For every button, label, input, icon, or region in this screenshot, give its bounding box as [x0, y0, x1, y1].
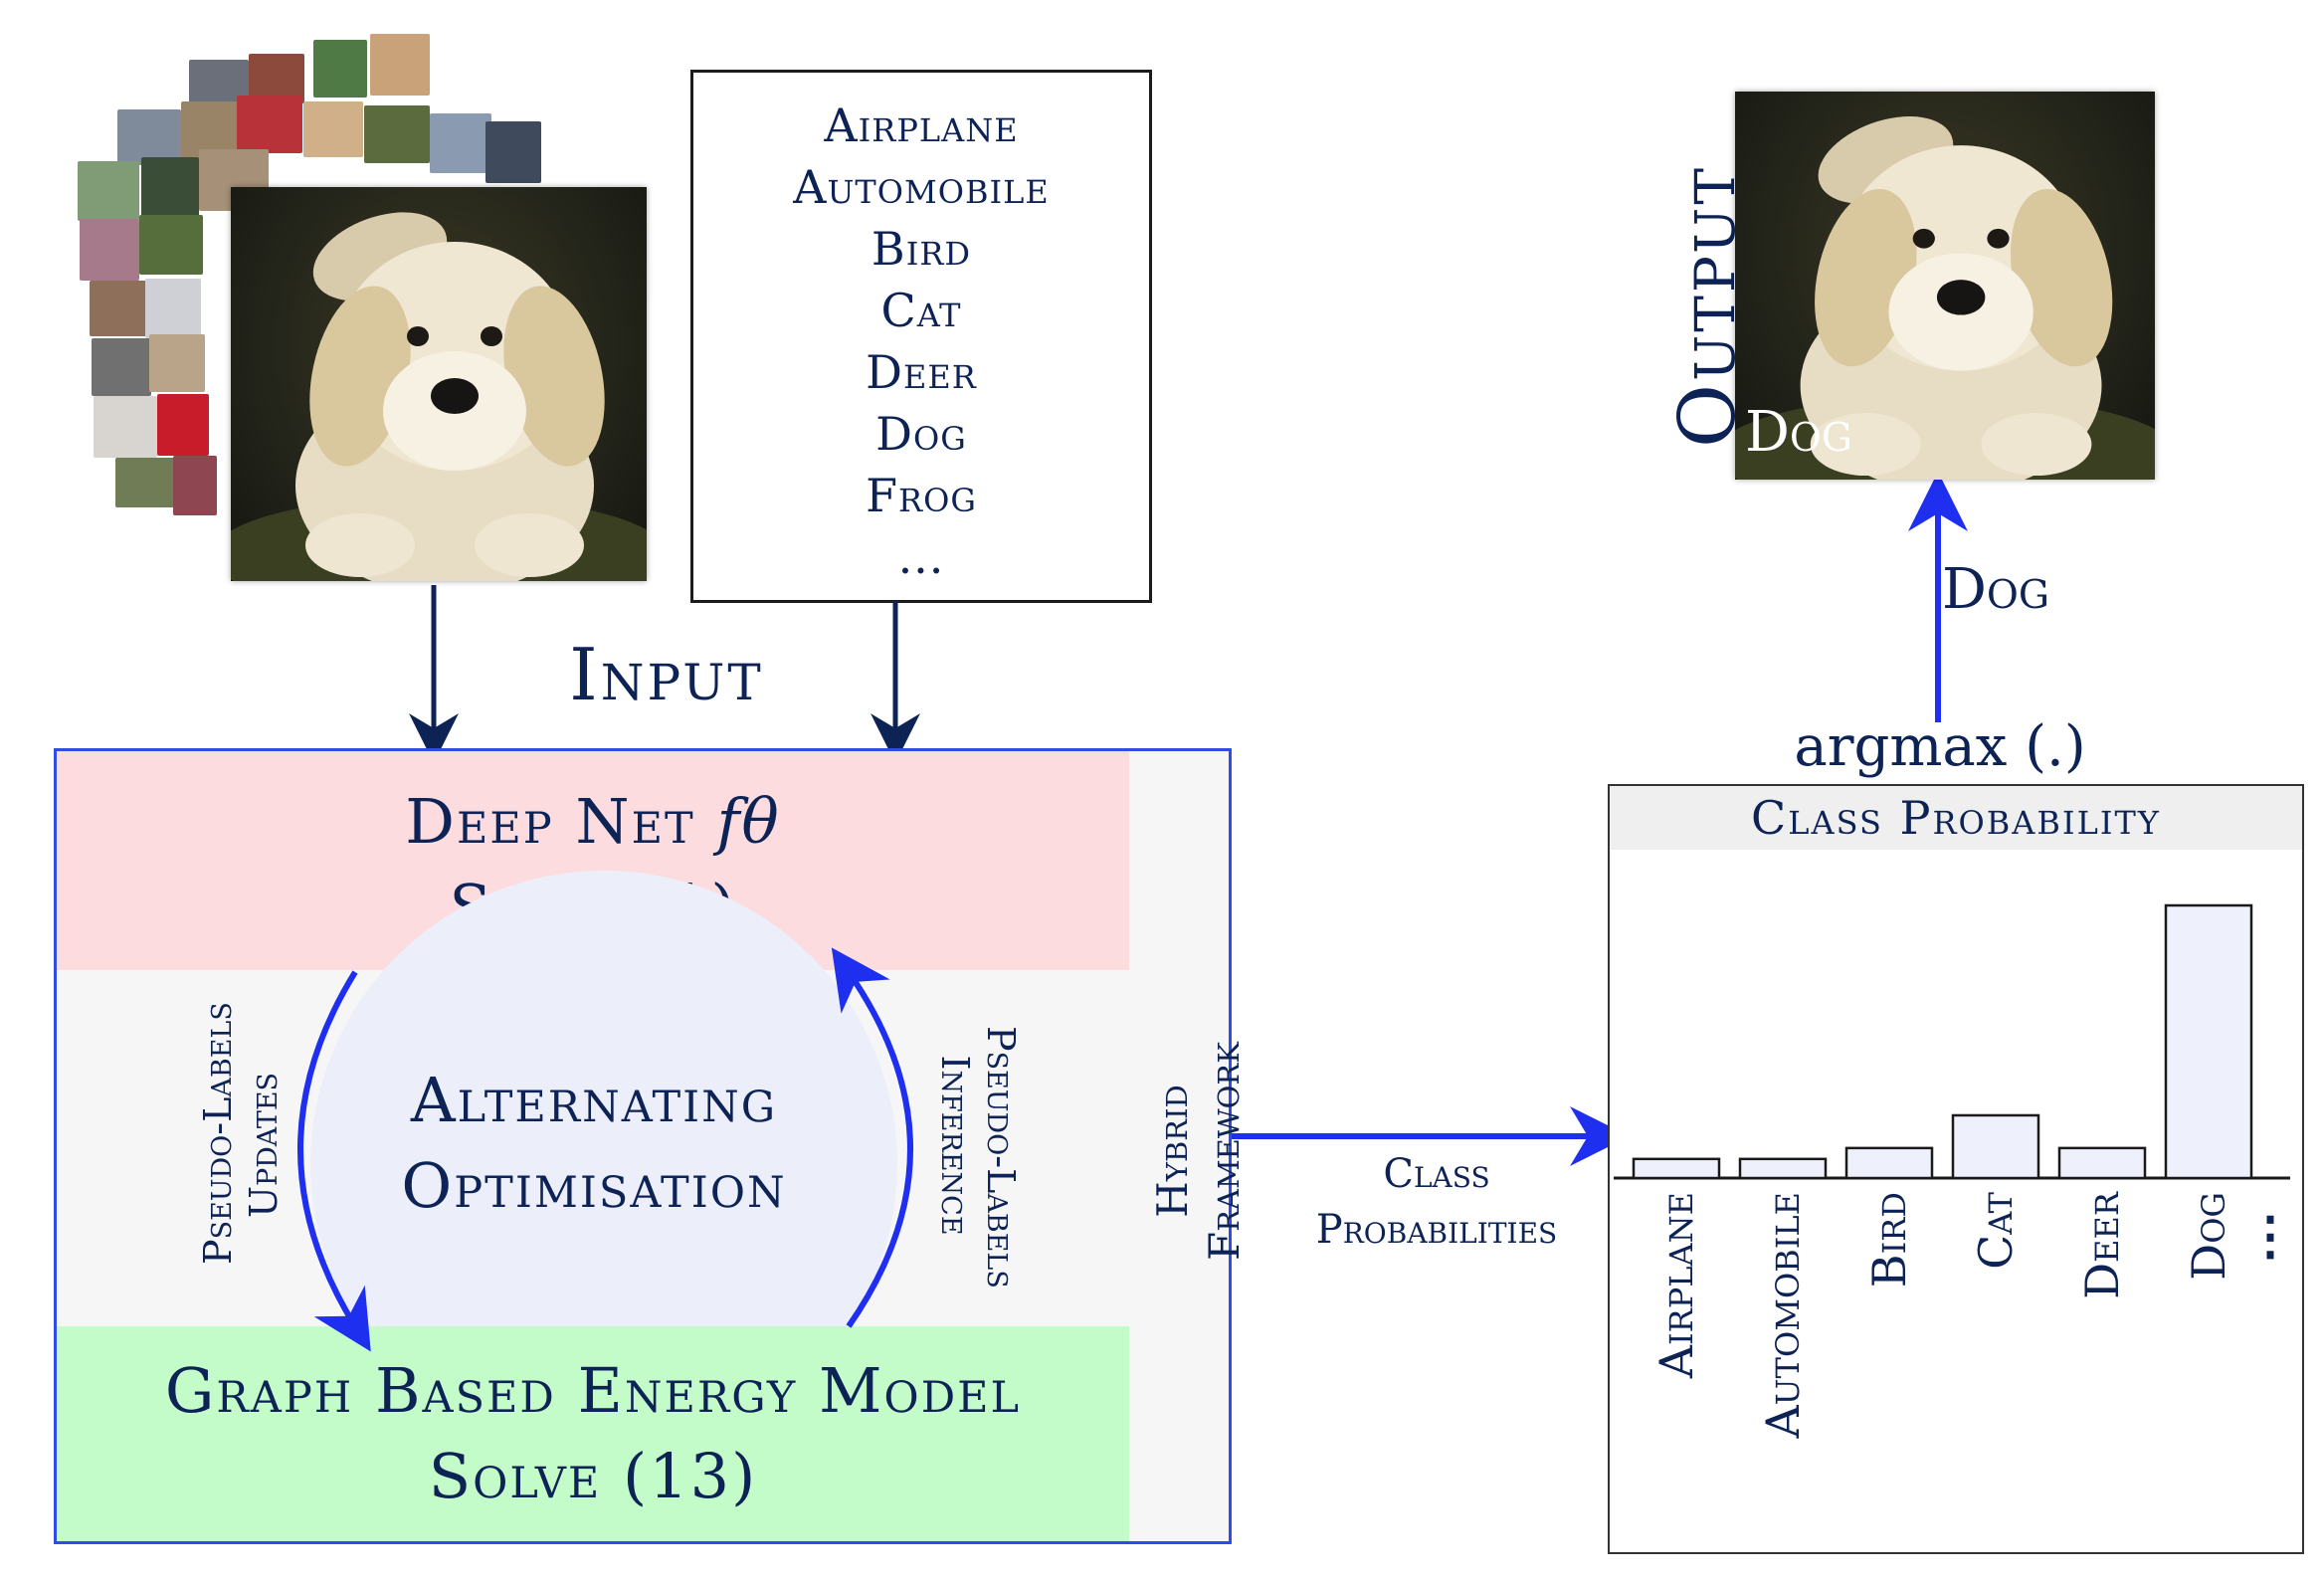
tick-label-dog: Dog	[2182, 1192, 2235, 1281]
class-list-ellipsis: ...	[897, 530, 945, 584]
bar-dog	[2164, 903, 2253, 1180]
collage-thumb	[173, 456, 217, 515]
collage-thumb	[249, 54, 304, 103]
collage-thumb	[313, 40, 367, 98]
class-list-item: Cat	[880, 284, 962, 337]
collage-thumb	[117, 109, 181, 165]
class-probability-chart: Class Probability Airplane Automobile Bird…	[1608, 784, 2304, 1554]
input-dog-image	[231, 187, 647, 581]
updates-arrow	[297, 970, 371, 1352]
graph-model-title: Graph Based Energy Model	[164, 1354, 1022, 1427]
collage-thumb	[90, 281, 147, 336]
deep-net-symbol: fθ	[716, 785, 781, 858]
collage-thumb	[370, 34, 430, 96]
collage-thumb	[139, 215, 203, 275]
class-list-item: Airplane	[824, 99, 1019, 152]
tick-label-airplane: Airplane	[1649, 1192, 1703, 1379]
collage-thumb	[78, 161, 139, 221]
class-list-item: Frog	[866, 469, 977, 522]
collage-thumb	[485, 121, 541, 183]
collage-thumb	[237, 96, 302, 153]
predicted-class-label: Dog	[1942, 557, 2050, 622]
tick-label-automobile: Automobile	[1756, 1192, 1810, 1440]
collage-thumb	[94, 396, 157, 458]
collage-thumb	[364, 105, 430, 163]
deep-net-title: Deep Net	[405, 785, 695, 858]
collage-thumb	[141, 157, 199, 217]
alternating-line: Alternating	[410, 1064, 778, 1136]
more-categories-marker: ⋮	[2244, 1206, 2296, 1267]
collage-thumb	[92, 338, 151, 396]
bar-automobile	[1738, 1157, 1828, 1180]
alternating-optimisation-label: Alternating Optimisation	[325, 1058, 863, 1229]
bar-cat	[1951, 1113, 2040, 1180]
class-list-item: Deer	[866, 345, 977, 399]
class-list-item: Bird	[871, 222, 972, 276]
hybrid-framework: Deep Net fθ Solve (1) Graph Based Energy…	[54, 748, 1249, 1544]
bar-airplane	[1632, 1157, 1721, 1180]
class-list-item: Automobile	[793, 160, 1050, 214]
alternating-arrows	[297, 947, 913, 1352]
tick-label-deer: Deer	[2075, 1191, 2129, 1299]
bar-chart-plot: Airplane Automobile Bird Cat Deer Dog⋮	[1614, 903, 2296, 1440]
collage-thumb	[303, 101, 363, 157]
bar-deer	[2057, 1146, 2147, 1180]
collage-thumb	[157, 394, 209, 456]
tick-label-cat: Cat	[1969, 1191, 2023, 1270]
argmax-label: argmax (.)	[1794, 714, 2086, 779]
class-list-item: Dog	[875, 407, 967, 461]
collage-thumb	[430, 113, 491, 173]
graph-model-solve: Solve (13)	[428, 1440, 758, 1512]
image-collage	[70, 30, 541, 587]
collage-thumb	[145, 279, 201, 338]
bar-bird	[1844, 1146, 1934, 1180]
tick-label-bird: Bird	[1862, 1192, 1916, 1287]
class-list-box: Airplane Automobile Bird Cat Deer Dog Fr…	[690, 70, 1152, 603]
collage-thumb	[115, 458, 175, 507]
collage-thumb	[149, 334, 205, 392]
optimisation-line: Optimisation	[401, 1149, 787, 1222]
collage-thumb	[80, 219, 139, 281]
graph-model-panel: Graph Based Energy Model Solve (13)	[57, 1326, 1129, 1541]
input-label: Input	[569, 633, 764, 716]
inference-arrow	[831, 947, 913, 1328]
chart-title: Class Probability	[1610, 786, 2302, 850]
output-dog-image: Dog	[1735, 92, 2155, 480]
output-image-caption: Dog	[1745, 400, 1853, 465]
class-probabilities-label: Class Probabilities	[1315, 1151, 1558, 1253]
